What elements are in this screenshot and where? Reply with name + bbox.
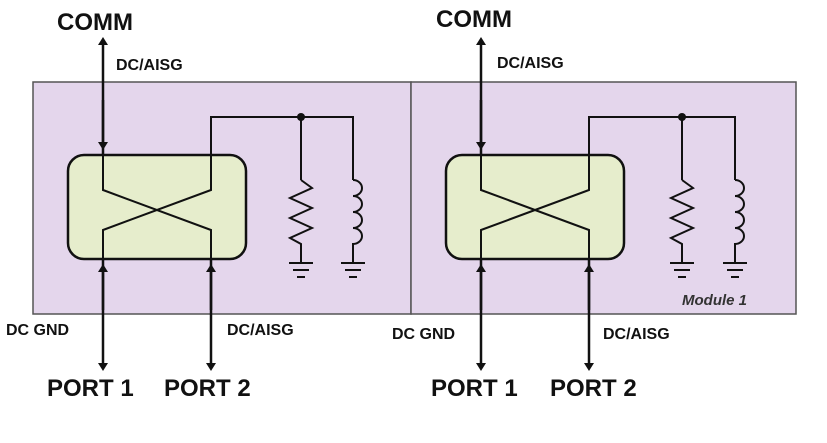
port2-signal-label: DC/AISG [227, 322, 294, 339]
top-signal-label: DC/AISG [497, 55, 564, 72]
coupler-cross-line [102, 155, 212, 259]
feed-wire [210, 116, 354, 180]
ground-symbol [670, 262, 694, 278]
port1-signal-label: DC GND [6, 322, 69, 339]
ground-symbol [341, 262, 365, 278]
junction-dot [678, 113, 686, 121]
module-left: COMM DC/AISG DC GND DC/AISG PORT 1 PORT … [6, 9, 365, 402]
comm-label: COMM [57, 9, 133, 36]
coupler-cross-line [480, 155, 590, 259]
port1-signal-label: DC GND [392, 326, 455, 343]
comm-label: COMM [436, 6, 512, 33]
port2-signal-label: DC/AISG [603, 326, 670, 343]
resistor-symbol [287, 179, 315, 262]
top-signal-label: DC/AISG [116, 57, 183, 74]
port1-label: PORT 1 [47, 375, 134, 402]
module-right: Module 1 COMM DC/AISG DC GND DC/AISG POR… [392, 6, 747, 402]
port2-label: PORT 2 [164, 375, 251, 402]
resistor-symbol [668, 179, 696, 262]
feed-wire [588, 116, 736, 180]
module-tag: Module 1 [682, 292, 747, 309]
port2-label: PORT 2 [550, 375, 637, 402]
inductor-symbol [734, 179, 745, 262]
inductor-symbol [352, 179, 363, 262]
ground-symbol [289, 262, 313, 278]
coupler-box [444, 153, 626, 261]
junction-dot [297, 113, 305, 121]
coupler-box [66, 153, 248, 261]
ground-symbol [723, 262, 747, 278]
port1-label: PORT 1 [431, 375, 518, 402]
